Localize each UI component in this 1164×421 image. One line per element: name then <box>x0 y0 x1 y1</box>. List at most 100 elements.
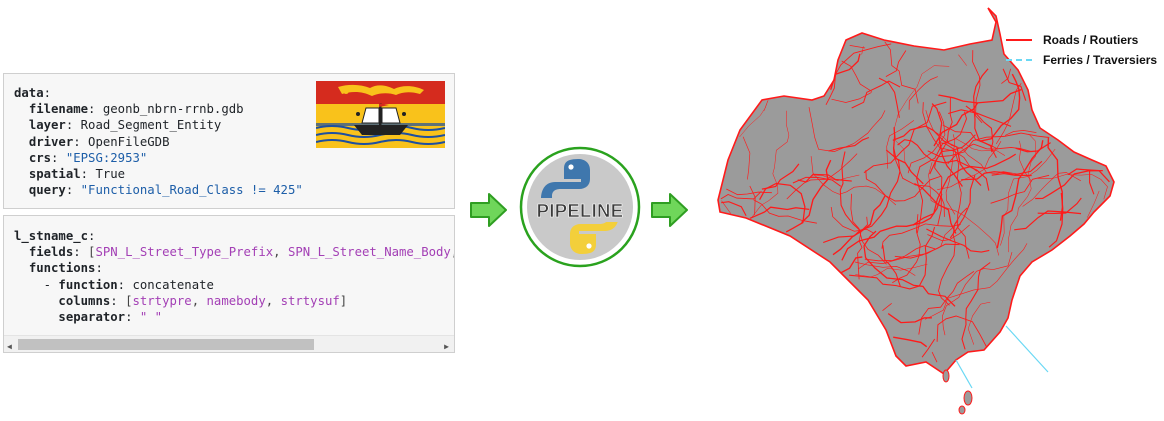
road-line <box>945 134 956 215</box>
road-line <box>1037 197 1082 214</box>
driver-key: driver <box>28 134 74 149</box>
road-line <box>792 176 842 187</box>
right-arrow-icon <box>651 193 688 227</box>
column-item: namebody <box>206 293 266 308</box>
road-line <box>921 338 936 358</box>
road-line <box>749 206 810 219</box>
function-key: function <box>58 277 118 292</box>
road-network-map <box>717 7 1115 415</box>
road-line <box>830 206 875 234</box>
scroll-right-icon[interactable]: ▶ <box>444 342 449 351</box>
road-line <box>924 243 1028 320</box>
legend-label: Ferries / Traversiers <box>1043 53 1158 67</box>
road-line <box>908 76 938 110</box>
separator-value: " " <box>139 309 163 324</box>
road-line <box>912 153 1017 226</box>
driver-value: OpenFileGDB <box>88 134 170 149</box>
road-line <box>763 99 769 112</box>
ferry-line <box>1005 325 1049 373</box>
road-line <box>865 170 942 202</box>
data-key: data <box>14 86 44 100</box>
python-pipeline-badge: PIPELINE <box>519 146 641 268</box>
road-line <box>1035 169 1103 200</box>
road-line <box>801 159 832 223</box>
island-shape <box>963 390 973 406</box>
road-line <box>1001 68 1011 84</box>
road-line <box>894 243 960 259</box>
column-item: strtypre <box>132 293 192 308</box>
road-line <box>726 188 772 196</box>
fields-key: fields <box>28 245 74 260</box>
road-line <box>832 195 886 256</box>
field-mapping-code-block[interactable]: l_stname_c: fields: [SPN_L_Street_Type_P… <box>3 215 455 353</box>
python-logo-icon <box>541 159 619 254</box>
road-line <box>828 136 870 152</box>
road-line <box>967 301 991 345</box>
road-line <box>761 163 800 190</box>
function-value: concatenate <box>132 277 214 292</box>
road-line <box>857 216 868 280</box>
road-line-swatch <box>1006 39 1032 41</box>
road-line <box>886 120 915 169</box>
road-line <box>849 226 936 290</box>
road-line <box>937 140 1002 191</box>
layer-key: layer <box>28 118 66 133</box>
road-line <box>938 88 1022 104</box>
road-line <box>854 261 916 276</box>
crs-key: crs <box>28 150 52 165</box>
road-line <box>938 207 968 306</box>
road-network <box>720 41 1110 363</box>
legend-item-ferries: Ferries / Traversiers <box>1006 52 1157 68</box>
road-line <box>840 256 863 274</box>
road-line <box>810 174 860 181</box>
ferry-line <box>955 359 973 389</box>
functions-key: functions <box>28 261 96 276</box>
road-line <box>830 53 861 90</box>
columns-key: columns <box>58 293 111 308</box>
road-line <box>929 134 976 175</box>
road-line <box>955 138 1006 156</box>
road-line <box>884 41 919 104</box>
road-line <box>979 73 1021 142</box>
road-line <box>881 223 961 249</box>
road-line <box>973 68 993 153</box>
road-line <box>916 111 968 234</box>
road-line <box>936 315 987 348</box>
column-item: strtysuf <box>280 293 340 308</box>
road-line <box>721 201 747 217</box>
road-line <box>925 110 1019 175</box>
road-line <box>995 83 1022 145</box>
query-value: "Functional_Road_Class != 425" <box>80 183 303 198</box>
road-line <box>1000 148 1056 246</box>
scroll-left-icon[interactable]: ◀ <box>7 342 12 351</box>
road-line <box>961 171 1032 181</box>
l-stname-c-key: l_stname_c <box>14 229 89 243</box>
road-line <box>1004 130 1037 136</box>
road-line <box>855 263 928 278</box>
road-line <box>1018 140 1032 182</box>
road-line <box>938 141 970 259</box>
road-line <box>990 174 1050 204</box>
road-line <box>750 110 790 219</box>
road-line <box>931 351 938 363</box>
road-line <box>931 103 963 187</box>
road-line <box>893 127 924 185</box>
road-line <box>759 182 806 233</box>
road-line <box>878 77 900 118</box>
road-line <box>882 245 901 287</box>
road-line <box>934 97 953 226</box>
island-shape <box>958 405 966 415</box>
road-line <box>825 43 892 106</box>
road-line <box>892 147 945 217</box>
road-line <box>892 125 982 187</box>
road-line <box>839 151 862 233</box>
road-line <box>887 313 932 324</box>
road-line <box>927 132 1050 158</box>
road-line <box>907 111 946 174</box>
field-item: SPN_L_Street_Type_Prefix <box>95 245 274 260</box>
island-shape <box>942 369 950 383</box>
crs-value: "EPSG:2953" <box>65 150 148 165</box>
scrollbar-thumb[interactable] <box>18 339 314 350</box>
road-line <box>892 214 921 284</box>
horizontal-scrollbar[interactable]: ◀ ▶ <box>4 335 454 352</box>
